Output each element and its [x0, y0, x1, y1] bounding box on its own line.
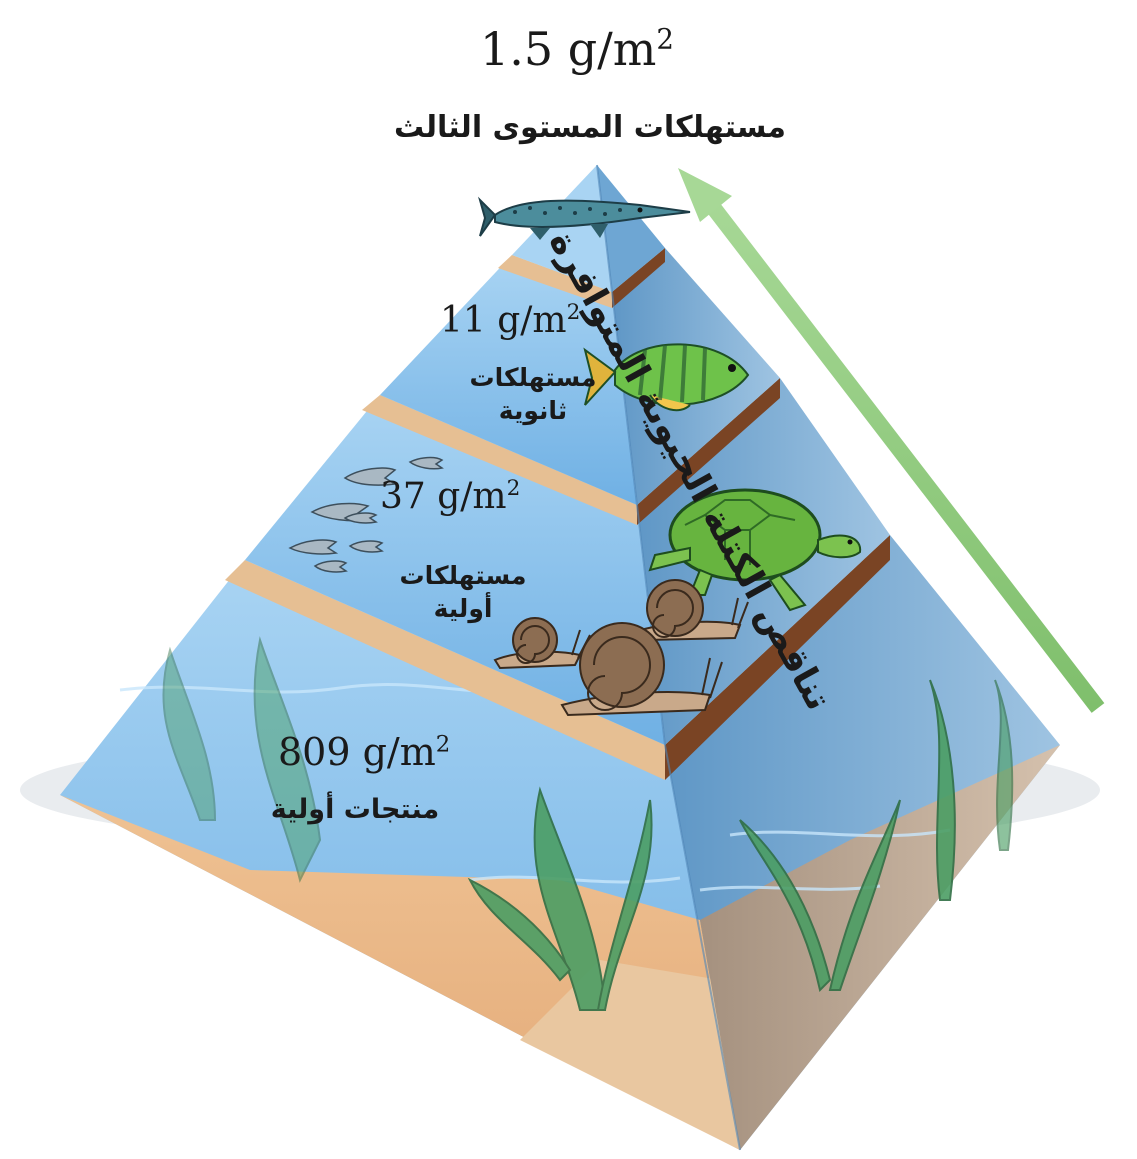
level1-biomass-value: 809 g/m2 — [278, 730, 451, 774]
level4-biomass-value: 1.5 g/m2 — [480, 22, 674, 76]
ledge1-left — [225, 560, 665, 780]
level4-right-face — [597, 165, 665, 292]
ledge1-right — [665, 535, 890, 780]
sunfish-icon — [583, 343, 750, 412]
snail-icon — [560, 622, 723, 717]
level2-biomass-value: 37 g/m2 — [380, 476, 521, 517]
arrow-head-icon — [678, 168, 732, 222]
ledge2-left — [362, 395, 637, 525]
seaweed — [162, 636, 1014, 1011]
level1-sand-right — [700, 745, 1060, 1150]
level3-biomass-value: 11 g/m2 — [440, 300, 581, 341]
ledge2-right — [637, 378, 780, 525]
snail-icon — [638, 579, 749, 642]
level4-label: مستهلكات المستوى الثالث — [394, 110, 786, 145]
level2-label: مستهلكات أولية — [399, 561, 527, 623]
level3-left-face — [380, 255, 637, 505]
trend-arrow — [678, 168, 1105, 713]
level1-label: منتجات أولية — [270, 794, 440, 825]
level3-label: مستهلكات ثانوية — [469, 363, 597, 425]
ledge3-right — [612, 248, 665, 308]
ledge3-left — [498, 255, 612, 308]
level1-sand-front — [520, 960, 740, 1150]
turtle-icon — [648, 488, 862, 612]
snail-icon — [493, 617, 591, 670]
minnow-icon — [288, 456, 444, 573]
level4-left-face — [512, 165, 612, 292]
front-edge — [596, 164, 741, 1151]
fish-icon — [478, 196, 691, 240]
